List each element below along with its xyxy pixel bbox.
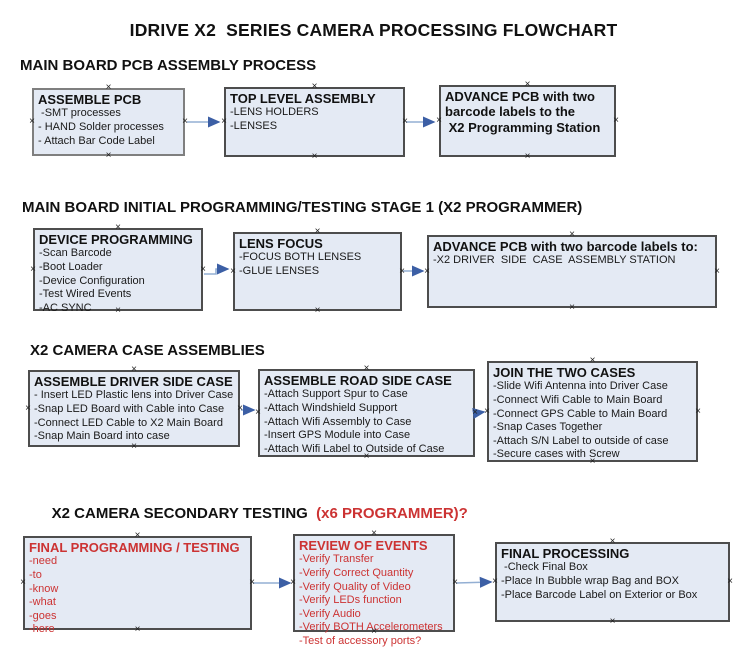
box-review-of-events[interactable]: REVIEW OF EVENTS -Verify Transfer -Verif… (293, 534, 455, 647)
box-title: REVIEW OF EVENTS (299, 538, 428, 553)
page-title: IDRIVE X2 SERIES CAMERA PROCESSING FLOWC… (129, 20, 618, 40)
box-final-programming-testing[interactable]: FINAL PROGRAMMING / TESTING -need -to -k… (23, 536, 252, 635)
flow-arrow-review-to-finalproc[interactable] (455, 576, 493, 588)
box-advance-pcb-to-driver-side-station[interactable]: ADVANCE PCB with two barcode labels to: … (427, 235, 717, 308)
box-title: ASSEMBLE ROAD SIDE CASE (264, 373, 452, 388)
flow-arrow-roadside-to-join[interactable] (472, 407, 486, 419)
section-heading-initial-programming: MAIN BOARD INITIAL PROGRAMMING/TESTING S… (22, 199, 583, 216)
box-body: -FOCUS BOTH LENSES -GLUE LENSES (239, 251, 362, 277)
box-device-programming[interactable]: DEVICE PROGRAMMING -Scan Barcode -Boot L… (33, 228, 203, 314)
box-body: -need -to -know -what -goes -here (29, 555, 59, 636)
flow-arrow-device-to-lensfocus[interactable] (204, 263, 230, 275)
box-title: LENS FOCUS (239, 236, 323, 251)
section-heading-case-assemblies: X2 CAMERA CASE ASSEMBLIES (30, 342, 265, 359)
box-join-the-two-cases[interactable]: JOIN THE TWO CASES -Slide Wifi Antenna i… (487, 361, 698, 462)
box-body: -Verify Transfer -Verify Correct Quantit… (299, 553, 443, 648)
box-body: -Slide Wifi Antenna into Driver Case -Co… (493, 380, 669, 461)
box-title: FINAL PROGRAMMING / TESTING (29, 540, 240, 555)
box-body: -X2 DRIVER SIDE CASE ASSEMBLY STATION (433, 254, 676, 267)
box-final-processing[interactable]: FINAL PROCESSING -Check Final Box -Place… (495, 542, 730, 622)
box-title: ADVANCE PCB with two barcode labels to: (433, 239, 698, 254)
box-title: TOP LEVEL ASSEMBLY (230, 91, 376, 106)
box-title: FINAL PROCESSING (501, 546, 630, 561)
box-body: -Scan Barcode -Boot Loader -Device Confi… (39, 247, 145, 314)
box-title: DEVICE PROGRAMMING (39, 232, 193, 247)
section-heading-pcb-assembly: MAIN BOARD PCB ASSEMBLY PROCESS (20, 57, 317, 74)
section-heading-red-part: (x6 PROGRAMMER)? (311, 505, 468, 522)
box-title: ASSEMBLE PCB (38, 92, 142, 107)
section-heading-black-part: X2 CAMERA SECONDARY TESTING (51, 505, 312, 522)
box-top-level-assembly[interactable]: TOP LEVEL ASSEMBLY -LENS HOLDERS -LENSES (224, 87, 405, 157)
box-title: ASSEMBLE DRIVER SIDE CASE (34, 374, 233, 389)
box-assemble-driver-side-case[interactable]: ASSEMBLE DRIVER SIDE CASE - Insert LED P… (28, 370, 240, 447)
box-assemble-pcb[interactable]: ASSEMBLE PCB -SMT processes - HAND Solde… (32, 88, 185, 156)
box-body: -Attach Support Spur to Case -Attach Win… (264, 388, 445, 455)
box-title: ADVANCE PCB with two barcode labels to t… (445, 89, 601, 135)
box-body: -LENS HOLDERS -LENSES (230, 106, 319, 132)
box-assemble-road-side-case[interactable]: ASSEMBLE ROAD SIDE CASE -Attach Support … (258, 369, 475, 457)
box-lens-focus[interactable]: LENS FOCUS -FOCUS BOTH LENSES -GLUE LENS… (233, 232, 402, 311)
box-body: - Insert LED Plastic lens into Driver Ca… (34, 389, 234, 443)
box-advance-pcb-to-programming-station[interactable]: ADVANCE PCB with two barcode labels to t… (439, 85, 616, 157)
box-body: -SMT processes - HAND Solder processes -… (38, 107, 164, 147)
box-body: -Check Final Box -Place In Bubble wrap B… (501, 561, 698, 601)
box-title: JOIN THE TWO CASES (493, 365, 636, 380)
section-heading-secondary-testing: X2 CAMERA SECONDARY TESTING (x6 PROGRAMM… (35, 488, 468, 539)
